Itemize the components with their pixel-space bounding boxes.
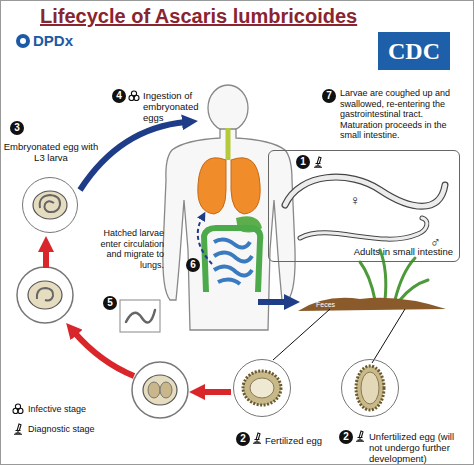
adult-worms <box>285 177 445 239</box>
microscope-symbol <box>253 433 261 443</box>
callout-number: 2 <box>236 432 250 446</box>
larva-inset <box>120 300 160 332</box>
legend-text: Infective stage <box>28 404 86 414</box>
legend-text: Diagnostic stage <box>28 424 95 434</box>
stage-caption: Embryonated egg with L3 larva <box>3 141 99 163</box>
callout-number: 5 <box>103 296 117 310</box>
egg-development <box>17 191 384 418</box>
diagram-title: Lifecycle of Ascaris lumbricoides <box>40 4 357 28</box>
microscope-symbol <box>314 157 322 167</box>
stage-caption: Adults in small intestine <box>354 246 453 257</box>
callout-number: 1 <box>296 155 310 169</box>
step-description: Ingestion of embryonated eggs <box>143 90 207 123</box>
cycle-arrows <box>46 122 288 392</box>
callout-number: 3 <box>10 121 24 135</box>
stage-caption: Fertilized egg <box>265 435 335 446</box>
egg-circle: Fertilized egg <box>233 359 291 417</box>
microscope-symbol <box>14 424 22 434</box>
callout-number: 2 <box>339 430 353 444</box>
callout-number: 6 <box>186 258 200 272</box>
feces-label: Feces <box>316 301 335 309</box>
dpdx-logo-icon <box>16 34 30 48</box>
egg-circle: Embryonated egg with L3 larva <box>22 177 78 233</box>
adult-worm-box: Adults in small intestine <box>268 150 460 262</box>
biohazard-symbol <box>129 91 139 101</box>
stage-caption: Unfertilized egg (will not undergo furth… <box>369 431 465 464</box>
step-description: Hatched larvae enter circulation and mig… <box>92 228 164 270</box>
biohazard-symbol <box>13 404 23 414</box>
step-description: Larvae are coughed up and swallowed, re-… <box>340 88 468 141</box>
feces-and-soil <box>273 250 446 363</box>
sex-symbol: ♀ <box>350 192 361 208</box>
microscope-symbol <box>356 431 364 441</box>
egg-circle: Unfertilized egg (will not undergo furth… <box>341 359 399 417</box>
logo-text: DPDx <box>33 32 73 50</box>
legend-entry: Infective stage <box>28 404 86 415</box>
logo-text: CDC <box>378 32 450 70</box>
callout-number: 7 <box>322 89 336 103</box>
callout-number: 4 <box>112 89 126 103</box>
legend-entry: Diagnostic stage <box>28 424 95 435</box>
migration-arrow <box>198 218 212 264</box>
